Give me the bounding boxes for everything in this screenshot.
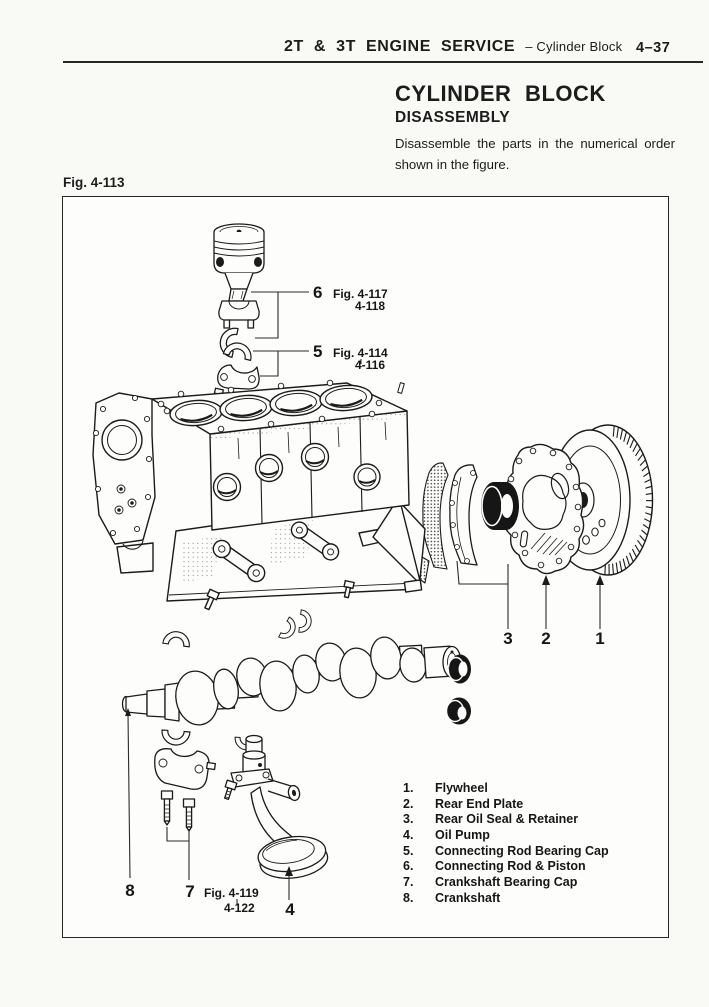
part-name: Crankshaft Bearing Cap: [435, 875, 578, 889]
arrow-8: [125, 708, 131, 716]
callout-7-ref1: Fig. 4-119: [204, 886, 259, 900]
part-name: Flywheel: [435, 781, 488, 795]
bearing-shell: [160, 729, 191, 747]
piston-and-rod-illustration: [213, 223, 265, 401]
core-plugs: [212, 442, 381, 502]
rear-end-plate-illustration: [503, 443, 585, 575]
part-number: 6.: [403, 859, 413, 873]
callout-7-number: 7: [185, 882, 194, 901]
section-body: Disassemble the parts in the numerical o…: [395, 134, 675, 175]
callout-6-ref1: Fig. 4-117: [333, 287, 388, 301]
callout-6-number: 6: [313, 283, 322, 302]
main-bearing-cap-illustration: [154, 748, 217, 832]
header-divider: [63, 61, 703, 63]
page-header: 2T & 3T ENGINE SERVICE – Cylinder Block: [284, 38, 622, 56]
callout-7-ref2: 4-122: [224, 901, 255, 915]
figure-label: Fig. 4-113: [63, 175, 125, 190]
part-name: Connecting Rod & Piston: [435, 859, 586, 873]
head-bolt-holes: [157, 379, 383, 433]
part-name: Oil Pump: [435, 828, 490, 842]
pump-bolt: [223, 779, 238, 801]
part-number: 4.: [403, 828, 413, 842]
rear-oil-seal-illustration: [481, 482, 519, 530]
callout-5-ref2: 4-116: [355, 358, 385, 372]
part-number: 5.: [403, 844, 413, 858]
body-line-1: Disassemble the parts in the numerical o…: [395, 136, 675, 151]
part-name: Rear End Plate: [435, 797, 523, 811]
parts-list: 1. Flywheel 2. Rear End Plate 3. Rear Oi…: [403, 781, 609, 905]
arrow-1: [596, 575, 604, 585]
thrust-washer: [298, 609, 313, 634]
part-number: 3.: [403, 812, 413, 826]
callout-3-2-1-leaders: [456, 560, 601, 629]
thrust-washer: [278, 616, 300, 643]
callout-5-ref1: Fig. 4-114: [333, 346, 388, 360]
arrow-2: [542, 575, 550, 585]
figure-frame: 6 Fig. 4-117 4-118 5 Fig. 4-114 4-116: [62, 196, 669, 938]
callout-8-7-4-leaders: [127, 713, 290, 904]
pilot-bearing-and-seal-rings: [445, 654, 471, 725]
callout-6-5-leaders: [251, 291, 362, 377]
part-name: Crankshaft: [435, 891, 501, 905]
oil-pump-illustration: [223, 734, 329, 879]
part-number: 8.: [403, 891, 413, 905]
part-number: 2.: [403, 797, 413, 811]
callout-8-number: 8: [125, 881, 134, 900]
callout-4-number: 4: [285, 900, 295, 919]
header-section: – Cylinder Block: [525, 39, 623, 54]
seal-retainer-illustration: [449, 464, 478, 566]
callout-2-number: 2: [541, 629, 550, 648]
callout-6-ref2: 4-118: [355, 299, 385, 313]
oil-strainer: [257, 835, 329, 879]
cylinder-bores: [169, 384, 373, 427]
callout-3-number: 3: [503, 629, 512, 648]
arrow-4: [285, 866, 293, 876]
cylinder-block-illustration: [92, 379, 426, 611]
crankshaft-illustration: [121, 636, 462, 726]
body-line-2: shown in the figure.: [395, 156, 510, 172]
callout-1-number: 1: [595, 629, 604, 648]
bearing-shell: [162, 629, 192, 648]
engine-exploded-diagram: 6 Fig. 4-117 4-118 5 Fig. 4-114 4-116: [92, 223, 654, 919]
part-name: Rear Oil Seal & Retainer: [435, 812, 578, 826]
page-number: 4–37: [636, 40, 671, 56]
part-name: Connecting Rod Bearing Cap: [435, 844, 609, 858]
section-title: CYLINDER BLOCK: [395, 81, 606, 106]
header-title: 2T & 3T ENGINE SERVICE: [284, 38, 516, 55]
part-number: 1.: [403, 781, 413, 795]
section-subtitle: DISASSEMBLY: [395, 109, 510, 126]
callout-5-number: 5: [313, 342, 322, 361]
part-number: 7.: [403, 875, 413, 889]
